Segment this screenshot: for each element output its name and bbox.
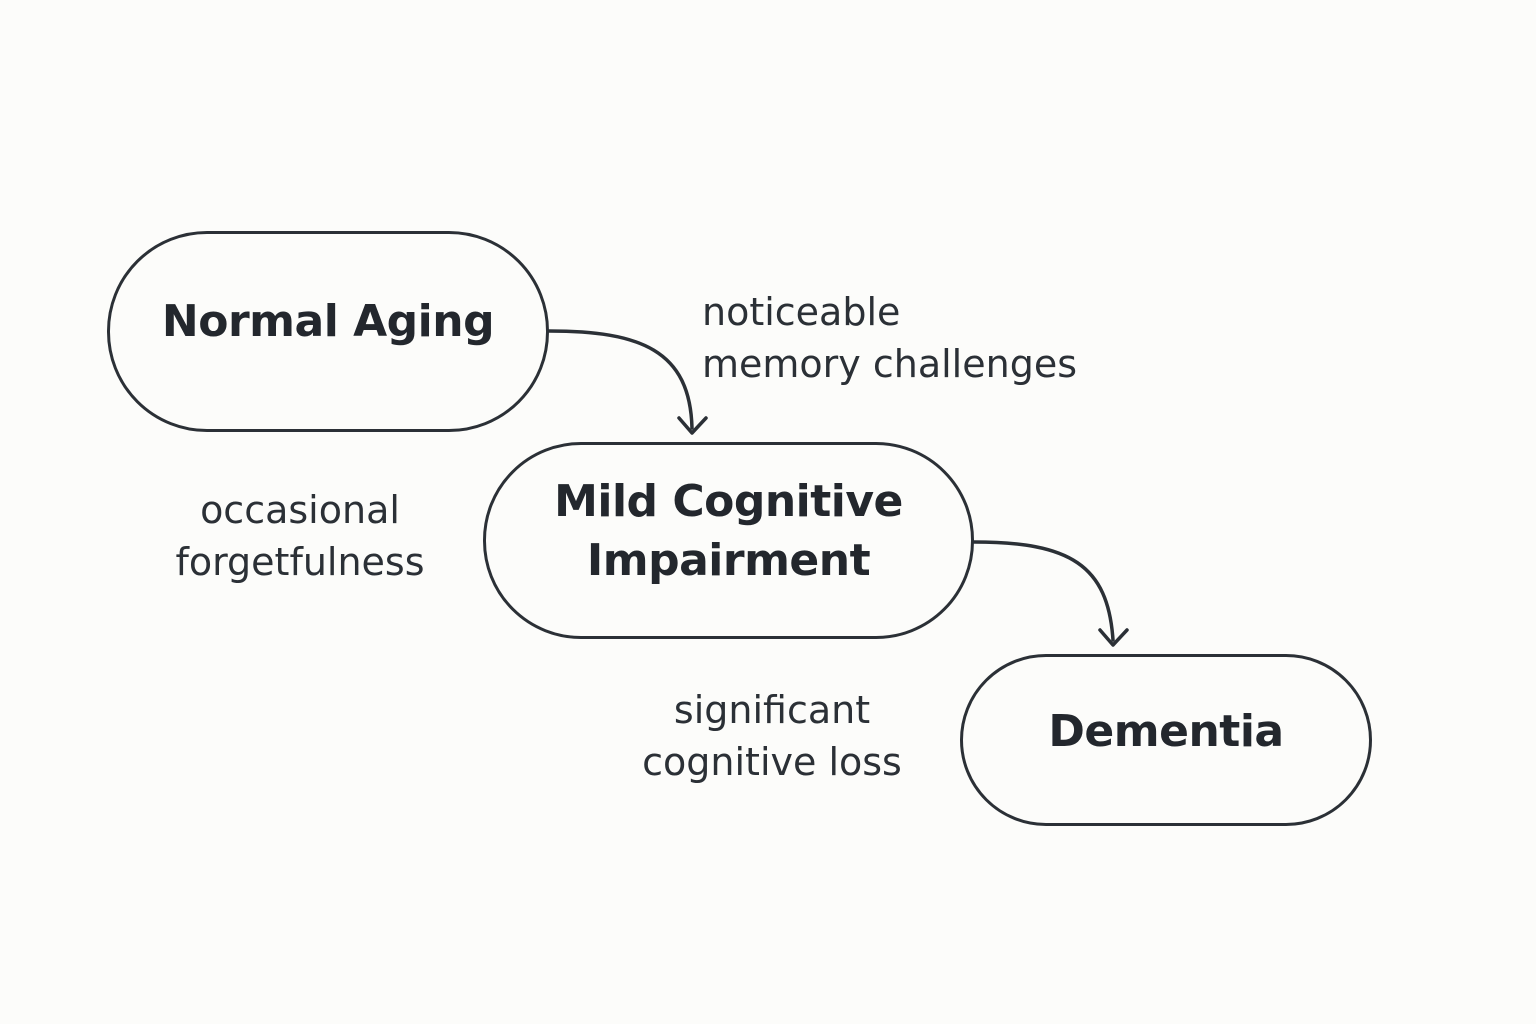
stage-dementia: Dementia	[960, 654, 1372, 826]
stage-label: Normal Aging	[161, 296, 495, 348]
note-occasional-forgetfulness: occasional forgetfulness	[140, 484, 460, 588]
note-line: cognitive loss	[642, 740, 902, 784]
note-line: occasional	[200, 488, 400, 532]
note-line: forgetfulness	[175, 540, 425, 584]
note-cognitive-loss: significant cognitive loss	[620, 684, 924, 788]
note-line: memory challenges	[702, 342, 1077, 386]
stage-normal-aging: Normal Aging	[107, 231, 549, 432]
arrow-normal-to-mci	[547, 329, 694, 430]
note-memory-challenges: noticeable memory challenges	[702, 286, 1077, 390]
arrowhead-normal-to-mci	[677, 416, 708, 435]
stage-label: Dementia	[1048, 705, 1284, 757]
stage-label: Mild Cognitive Impairment	[554, 476, 903, 586]
arrow-mci-to-dementia	[972, 540, 1115, 642]
arrowhead-mci-to-dementia	[1098, 628, 1129, 647]
note-line: significant	[673, 688, 871, 732]
note-line: noticeable	[702, 290, 901, 334]
stage-mild-cognitive-impairment: Mild Cognitive Impairment	[483, 442, 974, 639]
